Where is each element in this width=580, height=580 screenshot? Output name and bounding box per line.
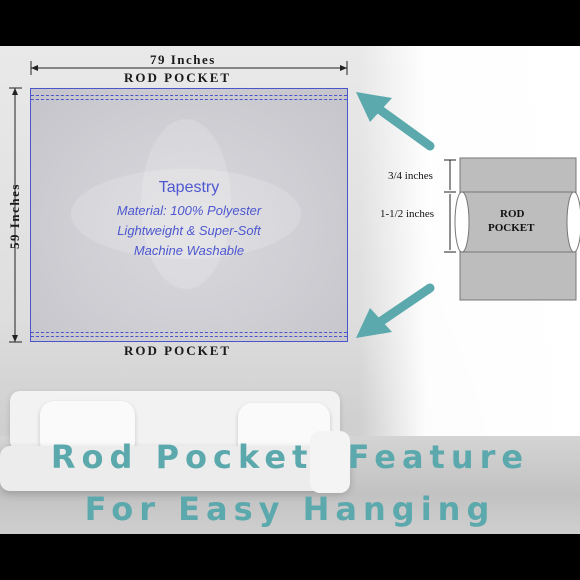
pocket-panel: [459, 157, 577, 301]
height-arrow-top-head: [12, 88, 18, 95]
banner-line-1: Rod Pocket Feature: [50, 438, 530, 476]
small-gap-label: 3/4 inches: [388, 170, 433, 182]
tapestry-title: Tapestry: [158, 179, 220, 196]
teal-arrow-top-shaft: [367, 99, 435, 151]
rod-pocket-bottom-label: ROD POCKET: [124, 343, 232, 358]
tapestry: Tapestry Material: 100% Polyester Lightw…: [30, 88, 348, 342]
top-pocket-stitch: [31, 95, 347, 96]
weight-text: Lightweight & Super-Soft: [117, 223, 261, 238]
width-label: 79 Inches: [150, 52, 216, 67]
succulent-leaf: [141, 119, 231, 289]
material-text: Material: 100% Polyester: [116, 203, 262, 218]
succulent-leaf: [71, 169, 301, 259]
top-pocket-stitch-2: [31, 99, 347, 100]
inset-pocket-label-line2: POCKET: [488, 222, 535, 234]
pocket-depth-label: 1-1/2 inches: [380, 208, 435, 220]
teal-arrow-top-head: [356, 92, 392, 122]
pocket-opening-right: [566, 191, 580, 253]
teal-arrow-bottom-shaft: [369, 283, 435, 331]
inset-pocket-label-line1: ROD: [500, 208, 525, 220]
sofa-arm: [310, 431, 350, 493]
bottom-pocket-stitch-2: [31, 336, 347, 337]
rod-pocket-top-label: ROD POCKET: [124, 70, 232, 85]
pocket-opening-left: [454, 191, 470, 253]
teal-arrow-bottom-head: [356, 308, 392, 338]
height-arrow-bottom-head: [12, 335, 18, 342]
product-image: 79 Inches 59 Inches ROD POCKET: [0, 46, 580, 534]
width-arrow-right-head: [340, 65, 347, 71]
sofa: [0, 391, 360, 501]
height-label: 59 Inches: [7, 183, 22, 249]
banner-line-2: For Easy Hanging: [84, 490, 496, 528]
dimension-lines: [9, 61, 580, 343]
bottom-pocket-stitch: [31, 332, 347, 333]
care-text: Machine Washable: [133, 243, 245, 258]
sofa-seat: [0, 446, 350, 491]
width-arrow-left-head: [31, 65, 38, 71]
